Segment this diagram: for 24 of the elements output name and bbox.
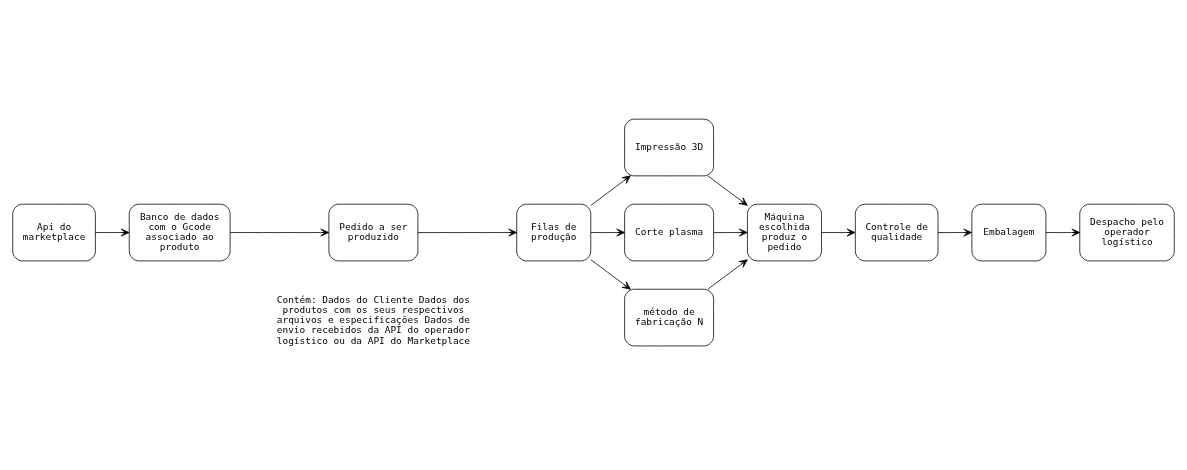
node-box: Filas de produção — [516, 203, 592, 261]
node-box: Api do marketplace — [12, 203, 96, 261]
arrow — [707, 175, 748, 206]
arrow — [590, 258, 631, 290]
node-box: Controle de qualidade — [854, 203, 939, 261]
node-box: Banco de dados com o Gcode associado ao produto — [128, 203, 231, 261]
arrow — [590, 228, 625, 236]
node-box: Despacho pelo operador logístico — [1079, 203, 1175, 261]
arrow — [1045, 228, 1081, 236]
node-box: Máquina escolhida produz o pedido — [747, 203, 822, 261]
arrow — [590, 174, 631, 206]
arrow — [937, 228, 972, 236]
node-box: Impressão 3D — [624, 118, 714, 176]
arrow — [417, 228, 517, 236]
label: Contém: Dados do Cliente Dados dos produtos com os seus respectivos arquivos e especificações Dados de envio recebidos da API do operador logístico ou da API do Marketplace — [276, 293, 470, 346]
arrow — [821, 228, 856, 236]
node-box: Corte plasma — [624, 203, 714, 261]
arrow — [229, 228, 330, 236]
arrow — [95, 228, 130, 236]
arrow — [707, 258, 748, 289]
node-box: Pedido a ser produzido — [328, 203, 419, 261]
node-box: método de fabricação N — [624, 288, 714, 346]
arrow — [713, 228, 748, 236]
node-box: Embalagem — [971, 203, 1047, 261]
